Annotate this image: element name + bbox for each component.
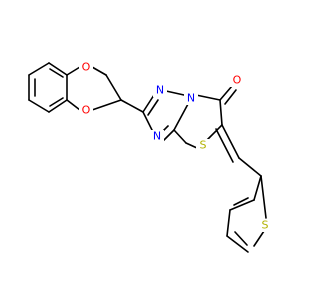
oxygen-atom-carbonyl: O bbox=[233, 74, 242, 87]
sulfur-atom-thiophene: S bbox=[262, 219, 269, 232]
thiophene-ring bbox=[226, 175, 267, 253]
methylidene-bond bbox=[215, 124, 262, 177]
dioxane-triazole-bond bbox=[120, 99, 144, 113]
nitrogen-atom-triazole-fused: N bbox=[187, 92, 195, 105]
sulfur-atom-thiazole: S bbox=[200, 139, 207, 152]
atom-labels: O O N N N O S S bbox=[79, 61, 272, 232]
nitrogen-atom-triazole-top: N bbox=[156, 84, 164, 97]
oxygen-atom-dioxane-top: O bbox=[82, 61, 91, 74]
chemical-structure: O O N N N O S S bbox=[28, 60, 272, 253]
oxygen-atom-dioxane-bottom: O bbox=[82, 104, 91, 117]
carbonyl-bond bbox=[219, 85, 237, 105]
benzene-ring bbox=[28, 62, 68, 113]
triazole-ring bbox=[142, 90, 189, 142]
dioxane-ring bbox=[66, 66, 122, 111]
nitrogen-atom-triazole-bottom: N bbox=[153, 130, 161, 143]
thiazolone-ring bbox=[173, 94, 223, 149]
